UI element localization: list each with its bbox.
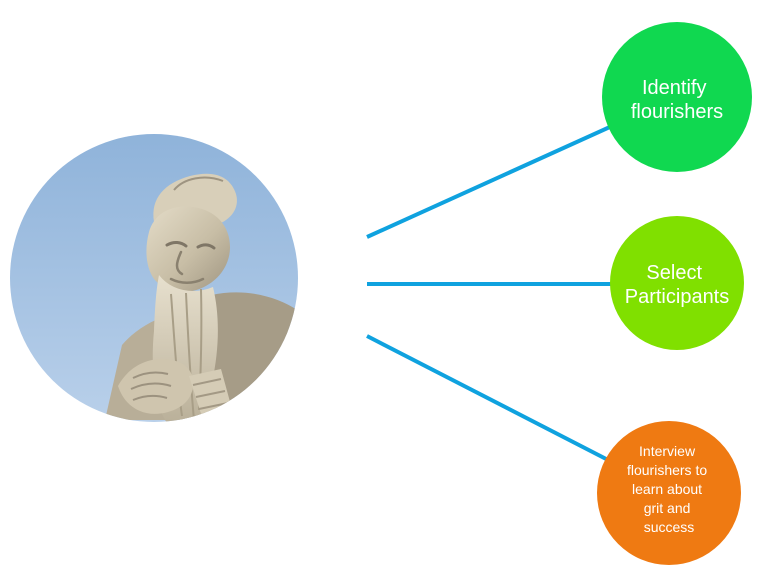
- node-select-label: Select Participants: [625, 262, 730, 308]
- node-identify-label: Identify flourishers: [631, 77, 723, 123]
- node-interview-label: Interview flourishers to learn about gri…: [627, 443, 711, 535]
- node-select-circle: [610, 216, 744, 350]
- node-interview-line-3: learn about: [632, 481, 702, 497]
- connector-to-identify: [366, 124, 613, 239]
- node-identify-circle: [602, 22, 752, 172]
- node-interview-line-4: grit and: [644, 500, 691, 516]
- node-interview-flourishers: Interview flourishers to learn about gri…: [597, 421, 741, 565]
- node-select-participants: Select Participants: [610, 216, 744, 350]
- node-identify-line-2: flourishers: [631, 101, 723, 123]
- node-select-line-2: Participants: [625, 286, 730, 308]
- node-interview-line-5: success: [644, 519, 695, 535]
- node-identify-line-1: Identify: [642, 77, 706, 99]
- node-select-line-1: Select: [646, 262, 702, 284]
- node-interview-line-2: flourishers to: [627, 462, 707, 478]
- statue-portrait-image: [10, 134, 298, 422]
- node-interview-circle: [597, 421, 741, 565]
- node-identify-flourishers: Identify flourishers: [602, 22, 752, 172]
- connector-to-interview: [366, 334, 613, 464]
- node-interview-line-1: Interview: [639, 443, 696, 459]
